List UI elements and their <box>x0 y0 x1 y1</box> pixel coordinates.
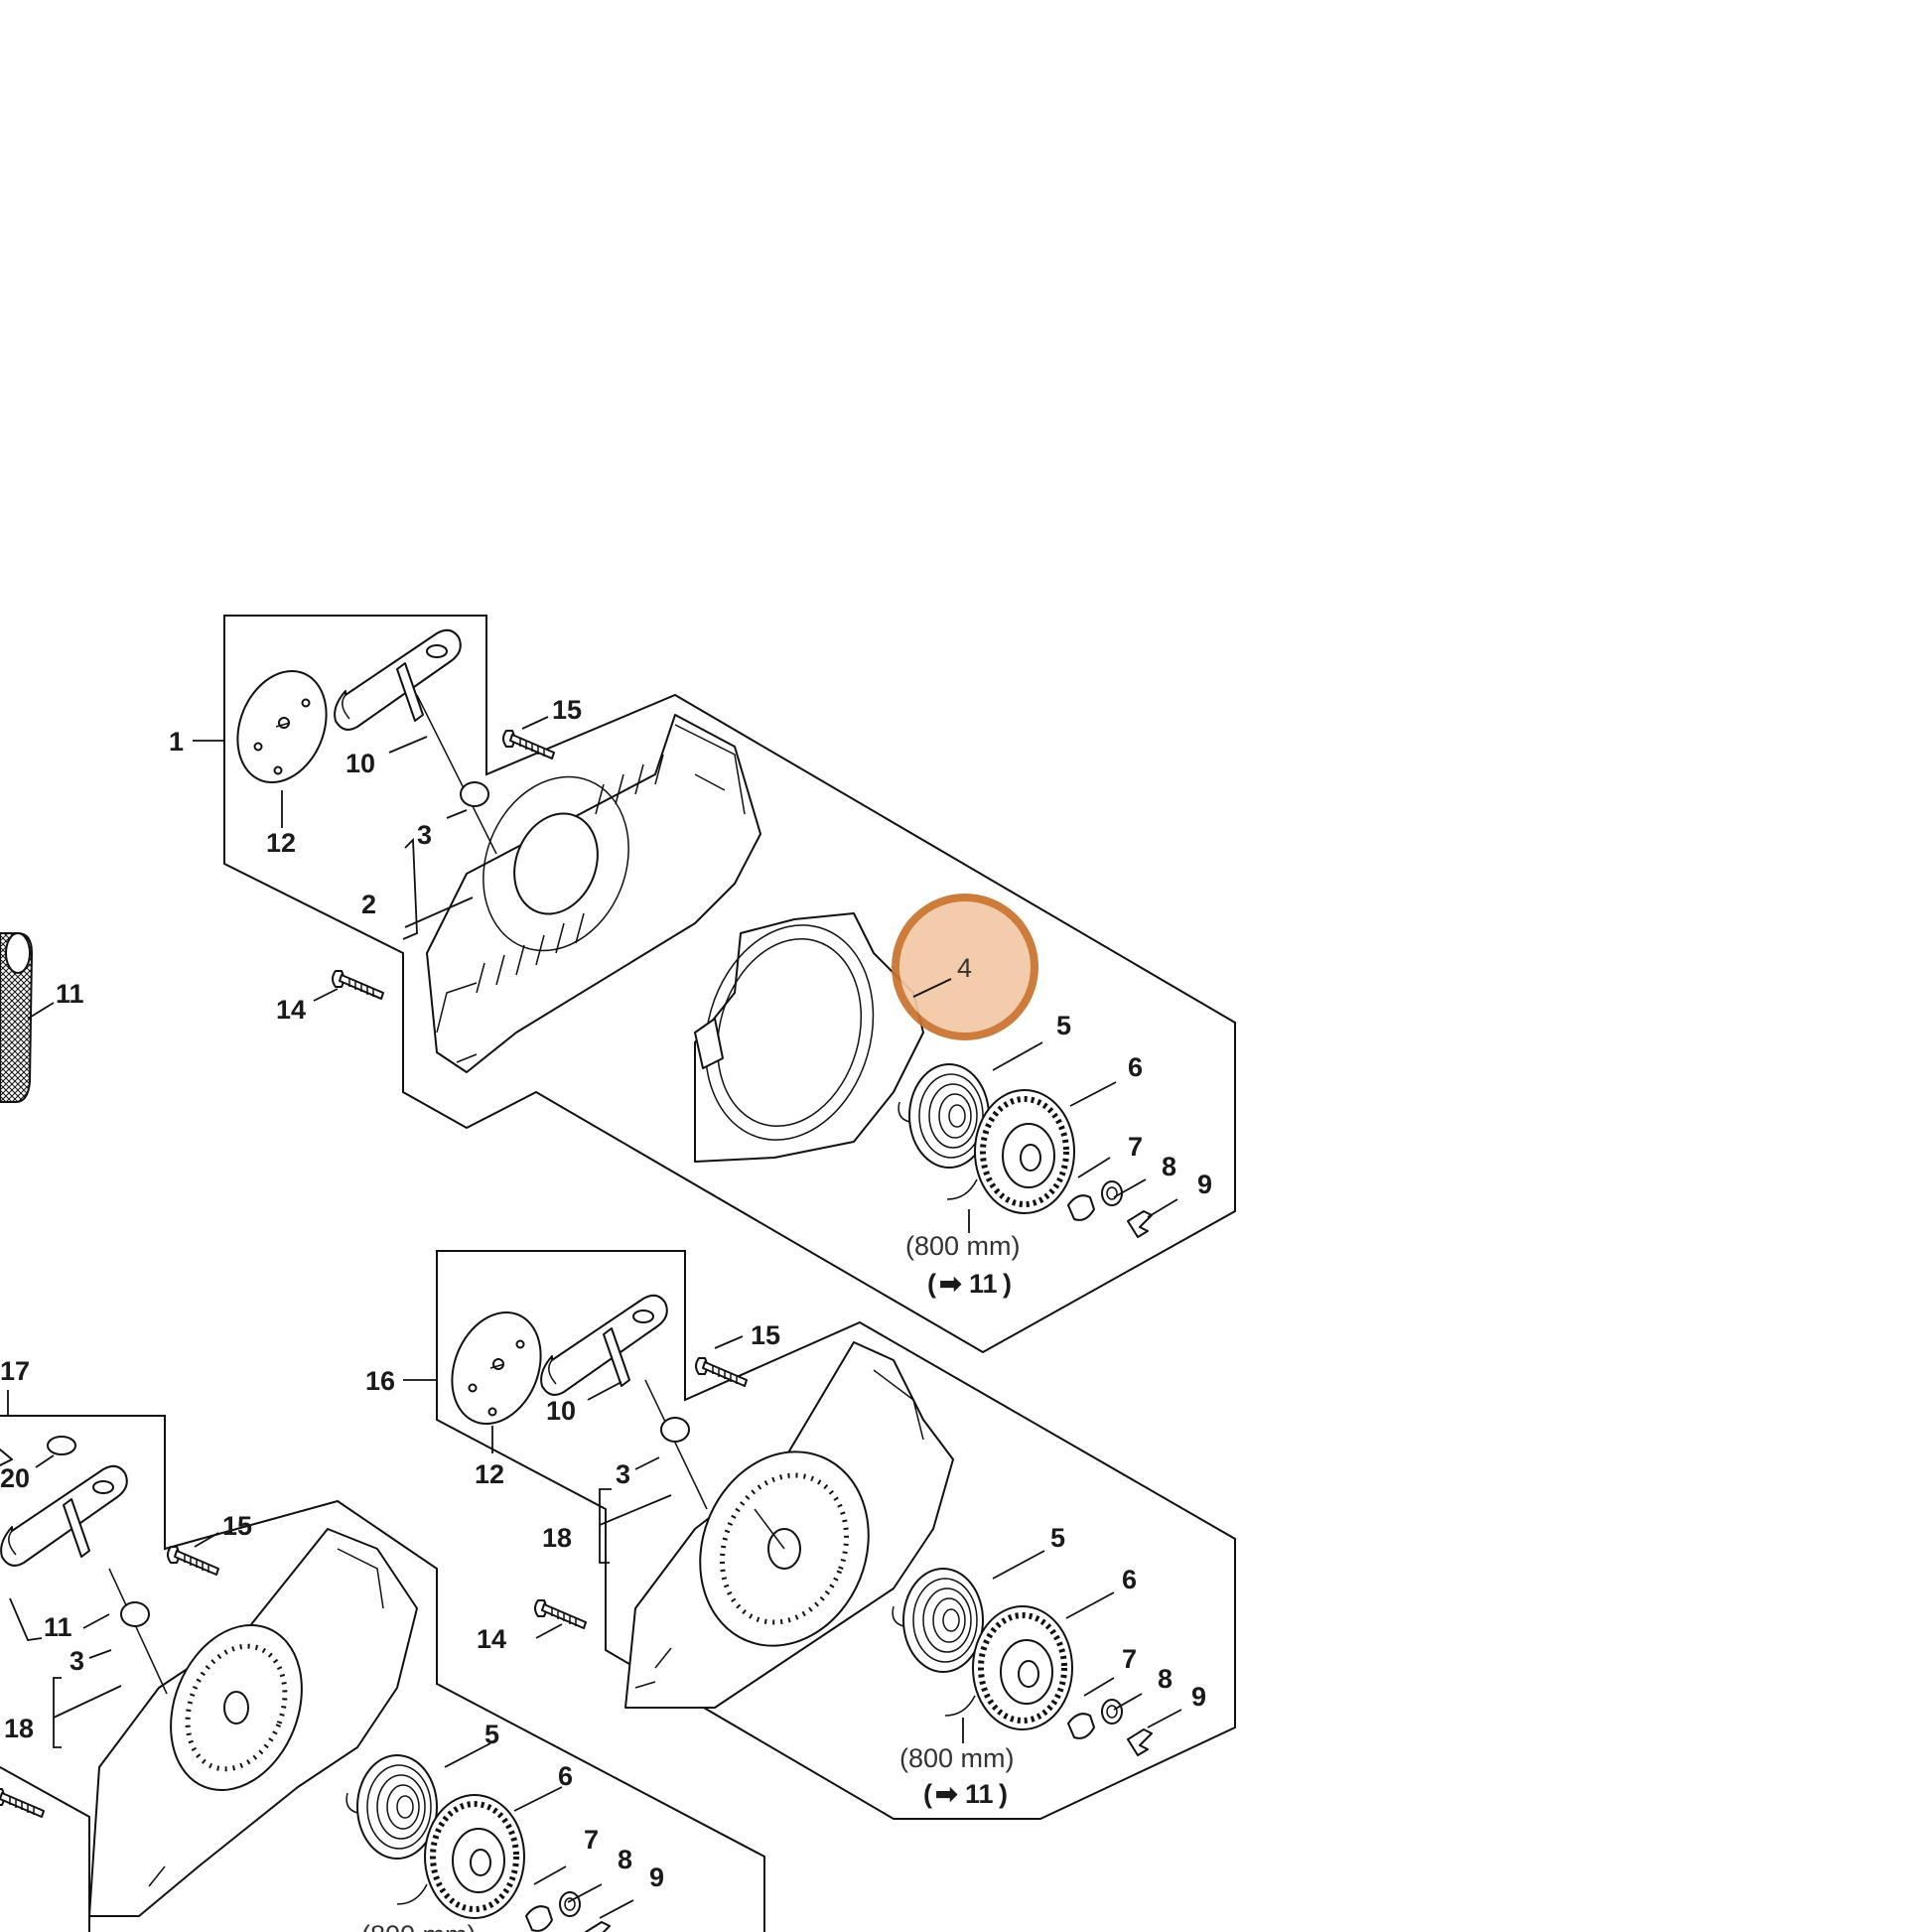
starter-grip-b <box>540 1294 668 1396</box>
assembly-b-leaders <box>403 1335 1182 1743</box>
starter-grip <box>334 628 462 731</box>
callout-10: 10 <box>345 749 375 778</box>
cap-20 <box>0 1449 13 1466</box>
callout-9-c: 9 <box>649 1863 664 1892</box>
cover-plate-b <box>435 1298 558 1439</box>
assembly-b-frame <box>436 1250 1236 1820</box>
screw-15-c <box>167 1546 219 1576</box>
pawl-set-c <box>525 1891 611 1932</box>
callout-14-b: 14 <box>477 1624 506 1654</box>
callout-9-b: 9 <box>1191 1682 1206 1712</box>
rope-guide-bush-b <box>660 1417 690 1443</box>
callout-15-c: 15 <box>222 1511 252 1541</box>
screw-14-c <box>0 1788 45 1818</box>
hotspot-circle[interactable] <box>892 894 1038 1040</box>
callout-8: 8 <box>1162 1152 1176 1181</box>
svg-text:(: ( <box>927 1269 936 1299</box>
svg-text:): ) <box>1003 1269 1012 1299</box>
assembly-c-frame <box>0 1415 765 1932</box>
callout-15: 15 <box>552 695 582 725</box>
callout-16: 16 <box>365 1366 395 1396</box>
rope-ref-note: ( ➡ 11 ) <box>927 1269 1012 1299</box>
callout-20: 20 <box>0 1463 30 1493</box>
assembly-a-labels: 1 10 15 12 3 2 14 5 6 7 8 9 (800 mm) ( ➡… <box>169 695 1212 1299</box>
callout-5-c: 5 <box>484 1720 499 1749</box>
rewind-spring-b <box>892 1568 984 1673</box>
assembly-a: 1 10 15 12 3 2 14 5 6 7 8 9 (800 mm) ( ➡… <box>169 615 1236 1354</box>
rope-length-note-c: (800 mm) <box>361 1920 477 1932</box>
callout-7-c: 7 <box>584 1825 599 1855</box>
callout-spool-11: 11 <box>56 979 84 1009</box>
callout-8-b: 8 <box>1158 1664 1173 1694</box>
callout-6-b: 6 <box>1122 1565 1137 1594</box>
rope-ref-number-b: 11 <box>965 1779 994 1809</box>
callout-2: 2 <box>361 890 376 919</box>
callout-12-b: 12 <box>475 1459 504 1489</box>
starter-housing-c <box>88 1528 418 1917</box>
rope-length-note: (800 mm) <box>905 1231 1021 1261</box>
cap-20-part <box>47 1436 76 1455</box>
callout-8-c: 8 <box>618 1845 632 1874</box>
callout-12: 12 <box>266 828 296 858</box>
svg-text:): ) <box>999 1779 1008 1809</box>
rewind-spring-c <box>345 1754 438 1860</box>
arrow-right-icon: ➡ <box>939 1269 962 1299</box>
fan-cover <box>694 912 924 1163</box>
callout-7-b: 7 <box>1122 1644 1137 1674</box>
pawl-set-b <box>1067 1699 1153 1756</box>
callout-17: 17 <box>0 1356 30 1386</box>
assembly-a-frame <box>223 615 1236 1354</box>
callout-18-b: 18 <box>542 1523 572 1553</box>
rope-length-note-b: (800 mm) <box>899 1743 1015 1773</box>
callout-10-b: 10 <box>546 1396 576 1426</box>
callout-9: 9 <box>1197 1170 1212 1199</box>
hotspot-part-4[interactable]: 4 <box>892 894 1038 1040</box>
callout-3-b: 3 <box>616 1459 630 1489</box>
assembly-c-labels: 17 20 15 11 3 18 5 6 7 8 9 (800 mm) <box>0 1356 664 1932</box>
callout-14: 14 <box>276 995 306 1025</box>
starter-rope-c <box>108 1568 168 1695</box>
callout-18-c: 18 <box>4 1714 34 1743</box>
callout-11-c: 11 <box>44 1612 72 1642</box>
rope-spool: 11 <box>0 932 84 1103</box>
callout-5: 5 <box>1056 1011 1071 1040</box>
callout-5-b: 5 <box>1050 1523 1065 1553</box>
starter-rope-b <box>644 1379 708 1510</box>
cover-plate <box>220 656 344 797</box>
assembly-a-leaders <box>193 716 1178 1233</box>
pawl-set <box>1067 1180 1153 1238</box>
svg-text:(: ( <box>923 1779 932 1809</box>
arrow-right-icon: ➡ <box>935 1779 958 1809</box>
callout-1: 1 <box>169 727 184 757</box>
rope-guide-bush-c <box>120 1601 150 1627</box>
screw-15 <box>502 730 555 759</box>
callout-6-c: 6 <box>558 1761 573 1791</box>
hotspot-label: 4 <box>957 953 972 983</box>
callout-6: 6 <box>1128 1052 1143 1082</box>
callout-3-c: 3 <box>69 1646 84 1676</box>
starter-rope <box>416 694 497 855</box>
callout-15-b: 15 <box>751 1320 780 1350</box>
screw-14 <box>332 970 384 1000</box>
assembly-c: 17 20 15 11 3 18 5 6 7 8 9 (800 mm) <box>0 1356 765 1932</box>
callout-3: 3 <box>417 820 432 850</box>
screw-15-b <box>695 1357 748 1387</box>
starter-housing <box>426 714 761 1073</box>
assembly-b-labels: 16 10 15 12 3 18 14 5 6 7 8 9 (800 mm) (… <box>365 1320 1206 1809</box>
assembly-b: 16 10 15 12 3 18 14 5 6 7 8 9 (800 mm) (… <box>365 1250 1236 1820</box>
rope-ref-note-b: ( ➡ 11 ) <box>923 1779 1008 1809</box>
callout-7: 7 <box>1128 1132 1143 1162</box>
assembly-c-leaders <box>7 1390 634 1919</box>
starter-housing-b <box>624 1341 954 1709</box>
rope-guide-bush <box>460 781 489 807</box>
rope-ref-number: 11 <box>969 1269 998 1299</box>
